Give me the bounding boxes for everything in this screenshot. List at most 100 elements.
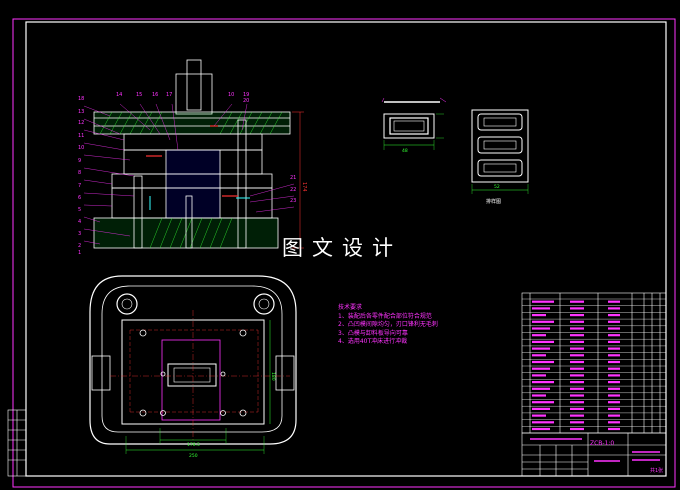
bom-row-material [608, 407, 620, 410]
die-cavity [173, 367, 211, 383]
bom-row-spec [570, 367, 584, 370]
blank-part-outer [383, 113, 435, 139]
bom-row-name [532, 421, 554, 424]
balloon-3: 3 [78, 231, 82, 237]
technical-notes: 技术要求 1、装配后各零件配合部位符合规范 2、凸凹模间隙均匀，刃口锋利无毛刺 … [338, 304, 438, 347]
plan-height-dim: 180 [270, 372, 276, 381]
die-set-inner-outline [101, 285, 283, 433]
die-set-outline [89, 275, 297, 445]
section-view [93, 59, 304, 249]
plan-width-dim: 178.5 [187, 442, 200, 448]
shank [186, 59, 202, 111]
balloon-17: 17 [166, 92, 173, 98]
bom-row-material [608, 334, 620, 337]
blank-part-inner [389, 117, 429, 135]
side-height-dim: 174 [301, 182, 307, 192]
title-block-marks [530, 438, 660, 462]
balloon-19: 19 [243, 92, 250, 98]
upper-die-plate [93, 111, 291, 135]
punch-plate [123, 133, 263, 151]
guide-bush-top-left [116, 293, 138, 315]
bom-row-name [532, 414, 546, 417]
bom-row-material [608, 374, 620, 377]
balloon-4: 4 [78, 219, 82, 225]
sheet-outer-border [12, 18, 676, 488]
balloon-18: 18 [78, 96, 85, 102]
balloon-13: 13 [78, 109, 85, 115]
part-width-dim: 48 [402, 148, 408, 154]
balloon-15: 15 [136, 92, 143, 98]
balloon-2: 2 [78, 243, 82, 249]
bom-row-material [608, 360, 620, 364]
bom-row-name [532, 401, 554, 404]
strip-blank-2 [477, 136, 523, 154]
bom-row-material [608, 327, 620, 330]
part-views [381, 97, 447, 150]
ejector-pin [185, 195, 193, 249]
balloon-16: 16 [152, 92, 159, 98]
balloon-1: 1 [78, 250, 82, 256]
bom-row-spec [570, 340, 584, 343]
bom-row-spec [570, 327, 584, 330]
balloon-10: 10 [78, 145, 85, 151]
bom-row-material [608, 354, 620, 357]
bom-row-spec [570, 401, 584, 404]
shank-body [175, 73, 213, 115]
bom-rows [522, 298, 666, 431]
bom-row-spec [570, 427, 584, 431]
notes-item-1: 1、装配后各零件配合部位符合规范 [338, 312, 432, 320]
balloon-14: 14 [116, 92, 123, 98]
balloon-23: 23 [290, 198, 297, 204]
bom-row-spec [570, 300, 584, 303]
bom-row-name [532, 327, 550, 330]
balloon-21: 21 [290, 175, 297, 181]
guide-bush-top-right [253, 293, 275, 315]
drawing-code: ZCB-1:0 [590, 440, 615, 447]
bom-row-material [608, 300, 620, 303]
balloon-8: 8 [78, 170, 82, 176]
balloon-12: 12 [78, 120, 85, 126]
strip-width-dim: 52 [494, 184, 500, 190]
sheet-inner-border [25, 21, 667, 477]
guide-pillar-right [237, 119, 247, 249]
bom-row-spec [570, 407, 584, 410]
bom-row-material [608, 394, 620, 397]
side-notch-right [275, 355, 295, 391]
die-opening [167, 363, 217, 387]
bom-row-name [532, 347, 550, 350]
plan-total-dim: 250 [189, 453, 198, 459]
hatch-lower [149, 217, 233, 249]
bom-row-spec [570, 374, 584, 377]
bom-row-material [608, 427, 620, 431]
balloon-11: 11 [78, 133, 85, 139]
bom-row-material [608, 367, 620, 370]
stripper-outline [161, 339, 221, 421]
bom-row-material [608, 314, 620, 317]
bom-row-spec [570, 320, 584, 323]
sheet-label: 共1张 [650, 468, 664, 474]
bom-row-spec [570, 360, 584, 364]
watermark-text: 图文设计 [282, 236, 402, 260]
bom-row-name [532, 320, 554, 323]
bom-row-name [532, 367, 550, 370]
bom-row-name [532, 307, 550, 310]
bom-table [521, 292, 667, 434]
notes-title: 技术要求 [338, 304, 363, 311]
bom-row-name [532, 394, 546, 397]
strip-outline [471, 109, 529, 183]
notes-item-3: 3、凸模与卸料板导向可靠 [338, 329, 408, 337]
bom-row-spec [570, 387, 584, 390]
bom-row-spec [570, 314, 584, 317]
balloon-10: 10 [228, 92, 235, 98]
bom-row-spec [570, 347, 584, 350]
bom-row-name [532, 360, 554, 364]
notes-item-4: 4、选用40T冲床进行冲裁 [338, 338, 408, 346]
balloon-9: 9 [78, 158, 82, 164]
bom-row-name [532, 340, 554, 343]
bom-row-name [532, 314, 546, 317]
strip-layout [471, 109, 529, 194]
guide-pillar-left [133, 175, 143, 249]
plan-view [89, 275, 297, 454]
revision-block [7, 409, 27, 477]
